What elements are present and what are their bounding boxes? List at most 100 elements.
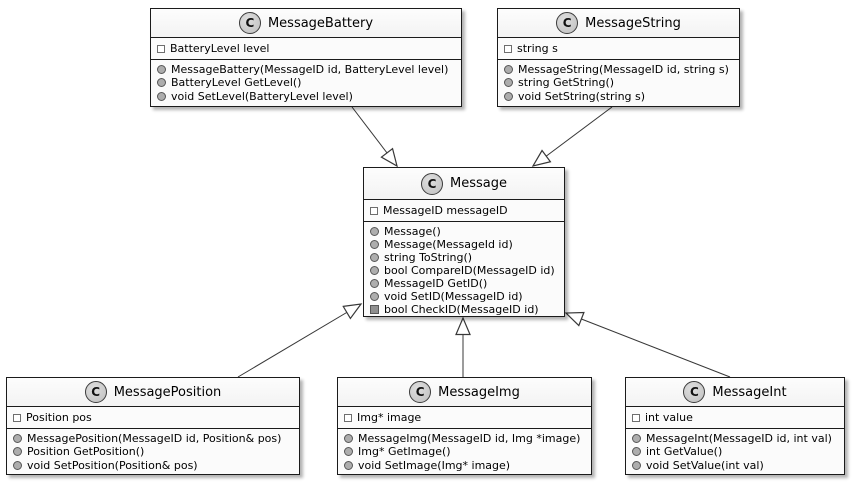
inheritance-arrow-messageposition-to-message [237,303,363,378]
class-title: MessageBattery [267,15,374,31]
member-text: MessageID messageID [383,204,508,217]
public-method-icon [370,239,379,249]
class-title: MessagePosition [113,384,222,400]
member-text: Img* GetImage() [358,445,451,458]
fields-section: int value [626,406,844,428]
class-icon: C [84,381,107,403]
class-message: C Message MessageID messageID Message()M… [363,167,565,317]
method-row: MessageString(MessageID id, string s) [504,63,733,77]
member-text: int value [645,411,693,424]
public-method-icon [632,433,641,443]
member-text: string GetString() [518,76,615,89]
member-text: string s [517,42,558,55]
method-row: void SetID(MessageID id) [370,290,558,303]
class-title: MessageString [585,15,681,31]
class-title: Message [450,176,507,191]
public-method-icon [370,265,379,275]
fields-section: BatteryLevel level [151,37,461,59]
method-row: string GetString() [504,76,733,90]
public-method-icon [157,91,166,101]
class-header: C MessageInt [626,378,844,406]
class-header: C MessagePosition [7,378,299,406]
class-title: MessageInt [712,384,787,400]
member-text: void SetID(MessageID id) [384,289,523,303]
class-icon: C [238,12,261,34]
field-icon [504,44,512,53]
member-text: Message() [384,224,441,238]
field-icon [632,413,640,422]
field-row: BatteryLevel level [157,42,455,56]
methods-section: MessageString(MessageID id, string s)str… [498,58,739,107]
private-method-icon [370,304,379,314]
member-text: string ToString() [384,250,473,264]
class-icon: C [409,381,432,403]
public-method-icon [632,460,641,470]
method-row: void SetString(string s) [504,90,733,104]
public-method-icon [13,447,22,457]
method-row: void SetPosition(Position& pos) [13,459,293,473]
member-text: void SetLevel(BatteryLevel level) [171,89,353,103]
method-row: MessageImg(MessageID id, Img *image) [344,432,585,446]
field-row: Img* image [344,411,585,425]
fields-section: Img* image [338,406,591,428]
member-text: void SetString(string s) [518,89,646,103]
public-method-icon [504,91,513,101]
method-row: void SetValue(int val) [632,459,838,473]
methods-section: MessageInt(MessageID id, int val)int Get… [626,427,844,476]
member-text: void SetValue(int val) [646,458,764,472]
class-header: C MessageBattery [151,9,461,37]
member-text: Img* image [357,411,422,424]
method-row: bool CompareID(MessageID id) [370,264,558,277]
field-icon [13,413,21,422]
field-row: Position pos [13,411,293,425]
method-row: Message(MessageId id) [370,238,558,251]
class-header: C Message [364,168,564,199]
methods-section: MessageBattery(MessageID id, BatteryLeve… [151,58,461,107]
class-icon: C [683,381,706,403]
public-method-icon [370,278,379,288]
public-method-icon [157,78,166,88]
field-row: string s [504,42,733,56]
class-title: MessageImg [438,384,520,400]
member-text: MessageString(MessageID id, string s) [518,62,729,76]
fields-section: string s [498,37,739,59]
class-header: C MessageString [498,9,739,37]
public-method-icon [504,78,513,88]
class-messageint: C MessageInt int value MessageInt(Messag… [625,377,845,475]
method-row: Img* GetImage() [344,445,585,459]
class-messageimg: C MessageImg Img* image MessageImg(Messa… [337,377,592,475]
class-messageposition: C MessagePosition Position pos MessagePo… [6,377,300,475]
inheritance-arrow-messageint-to-message [564,311,731,378]
method-row: void SetImage(Img* image) [344,459,585,473]
public-method-icon [157,64,166,74]
public-method-icon [344,433,353,443]
field-row: MessageID messageID [370,204,558,218]
public-method-icon [370,226,379,236]
field-icon [344,413,352,422]
field-icon [370,206,378,215]
member-text: BatteryLevel level [170,42,270,55]
member-text: MessagePosition(MessageID id, Position& … [27,431,282,445]
member-text: MessageImg(MessageID id, Img *image) [358,431,581,445]
public-method-icon [344,447,353,457]
methods-section: MessagePosition(MessageID id, Position& … [7,427,299,476]
member-text: int GetValue() [646,445,723,458]
member-text: void SetPosition(Position& pos) [27,458,198,472]
fields-section: Position pos [7,406,299,428]
fields-section: MessageID messageID [364,199,564,221]
public-method-icon [370,252,379,262]
methods-section: MessageImg(MessageID id, Img *image)Img*… [338,427,591,476]
method-row: BatteryLevel GetLevel() [157,76,455,90]
method-row: int GetValue() [632,445,838,459]
member-text: bool CompareID(MessageID id) [384,263,555,277]
class-icon: C [421,172,443,195]
field-row: int value [632,411,838,425]
method-row: Position GetPosition() [13,445,293,459]
class-messagebattery: C MessageBattery BatteryLevel level Mess… [150,8,462,107]
method-row: MessageBattery(MessageID id, BatteryLeve… [157,63,455,77]
inheritance-arrow-messagebattery-to-message [351,106,398,168]
member-text: void SetImage(Img* image) [358,458,511,472]
method-row: MessageInt(MessageID id, int val) [632,432,838,446]
